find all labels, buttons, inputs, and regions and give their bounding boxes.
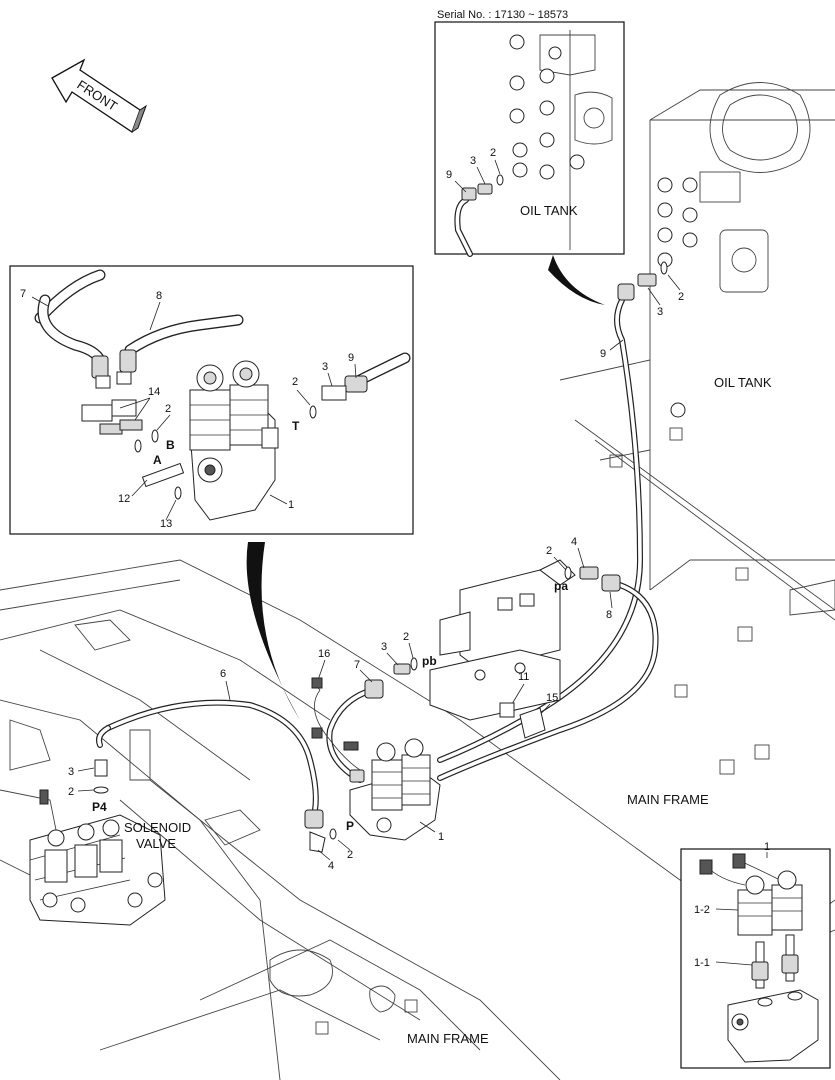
part-8-label-main: 8	[606, 609, 612, 621]
detail-inset-solenoid-parts: 1 1-2 1-1	[680, 841, 831, 1069]
detail-inset-valve: 7 8 14 2 2 3 9 1 12 13 B A T	[9, 265, 414, 535]
inset-callout-pointer-top	[548, 255, 605, 305]
solenoid-valve-main: P 2 4 1 6	[220, 668, 444, 872]
port-B-label: B	[166, 438, 175, 452]
serial-number: Serial No. : 17130 ~ 18573	[437, 9, 568, 21]
part-9-label-detail: 9	[348, 352, 354, 364]
oil-tank-label: OIL TANK	[714, 375, 772, 390]
port-P-label: P	[346, 819, 354, 833]
part-7-label-main: 7	[354, 659, 360, 671]
control-valve-block: pa pb 2 4 8 2 3 7 16 11 15	[317, 536, 621, 739]
part-2-label-left: 2	[68, 786, 74, 798]
part-9-label-inset: 9	[446, 169, 452, 181]
serial-inset-oil-tank: Serial No. : 17130 ~ 18573 OIL TANK 9 3 …	[434, 9, 625, 257]
part-8-label-detail: 8	[156, 290, 162, 302]
part-14-label-detail: 14	[148, 386, 160, 398]
part-16-label: 16	[318, 648, 330, 660]
part-15-label: 15	[546, 692, 558, 704]
part-3-label-detail: 3	[322, 361, 328, 373]
port-pb-label: pb	[422, 654, 437, 668]
part-2-label-pb: 2	[403, 631, 409, 643]
front-direction-arrow: FRONT	[51, 58, 147, 133]
part-11-label: 11	[518, 671, 529, 683]
port-pa-label: pa	[554, 579, 568, 593]
part-1-2-label: 1-2	[694, 904, 710, 916]
part-1-label-detail: 1	[288, 499, 294, 511]
part-1-label-main: 1	[438, 831, 444, 843]
solenoid-valve-left: 3 2 P4 SOLENOID VALVE	[29, 759, 191, 926]
part-2-label-pa: 2	[546, 545, 552, 557]
part-4-label-pa: 4	[571, 536, 577, 548]
tank-fittings-main: 3 2 9 OIL TANK	[600, 261, 772, 390]
port-P4-label: P4	[92, 800, 107, 814]
solenoid-valve-body-detail	[189, 360, 279, 521]
part-3-label-pb: 3	[381, 641, 387, 653]
part-1-label-inset: 1	[764, 841, 770, 853]
part-3-label-tank: 3	[657, 306, 663, 318]
main-frame-label-right: MAIN FRAME	[627, 792, 709, 807]
part-7-label-detail: 7	[20, 288, 26, 300]
main-frame-structure	[0, 82, 835, 1080]
part-6-label: 6	[220, 668, 226, 680]
part-3-label-left: 3	[68, 766, 74, 778]
part-1-1-label: 1-1	[694, 957, 710, 969]
part-13-label-detail: 13	[160, 518, 172, 530]
part-2-label-tank: 2	[678, 291, 684, 303]
tank-port-plugs	[509, 34, 585, 180]
port-A-label: A	[153, 453, 162, 467]
solenoid-valve-label-line2: VALVE	[136, 836, 176, 851]
part-2-label-detail-b: 2	[292, 376, 298, 388]
part-12-label-detail: 12	[118, 493, 130, 505]
inset-callout-pointer-left	[246, 542, 300, 720]
part-4-label-P: 4	[328, 860, 334, 872]
part-2-label-inset: 2	[490, 147, 496, 159]
oil-tank-inset-label: OIL TANK	[520, 203, 578, 218]
port-T-label: T	[292, 419, 300, 433]
solenoid-valve-label-line1: SOLENOID	[124, 820, 191, 835]
main-hoses	[96, 297, 659, 813]
part-2-label-detail-a: 2	[165, 403, 171, 415]
main-frame-label-bottom: MAIN FRAME	[407, 1031, 489, 1046]
part-3-label-inset: 3	[470, 155, 476, 167]
part-9-label-main: 9	[600, 348, 606, 360]
part-2-label-P: 2	[347, 849, 353, 861]
